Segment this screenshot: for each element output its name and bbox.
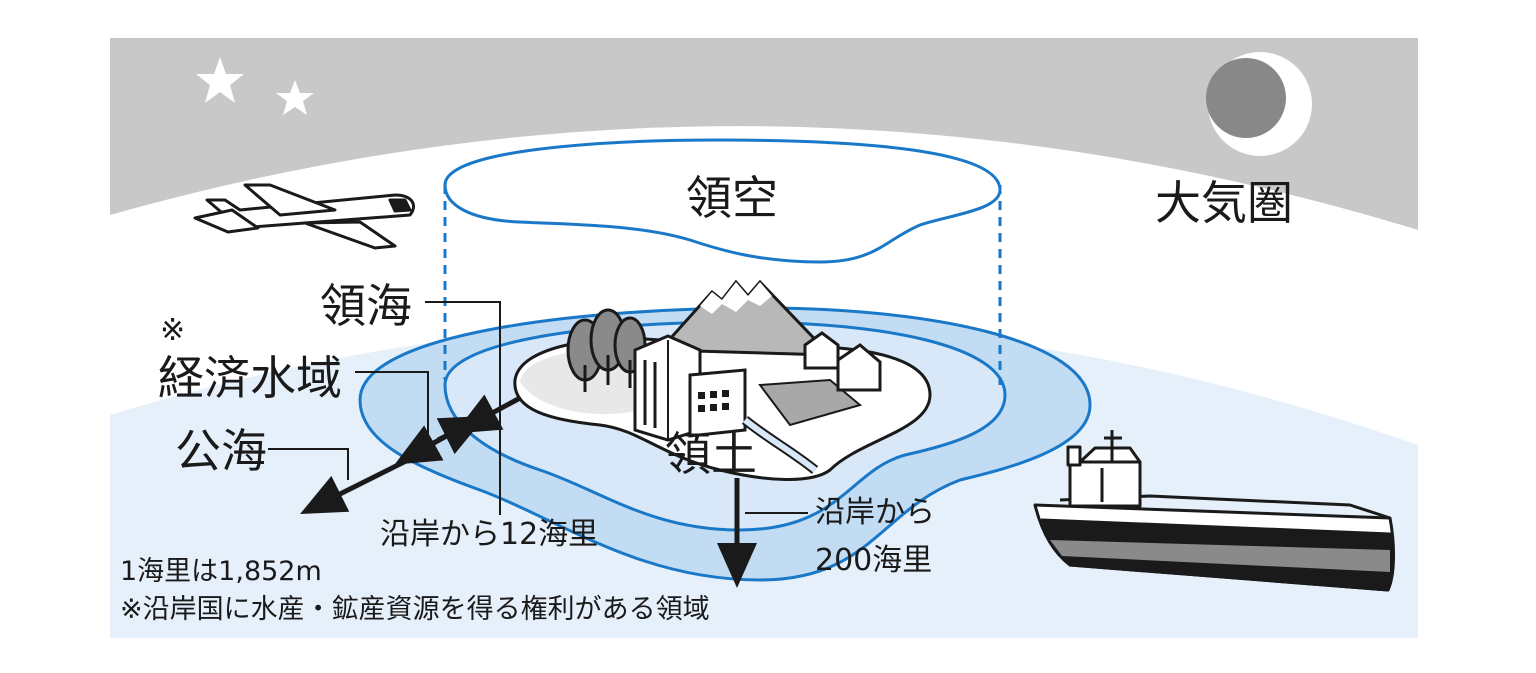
- high-seas-label: 公海: [175, 424, 267, 478]
- star-icon: [196, 57, 314, 115]
- territorial-sea-label: 領海: [320, 279, 412, 333]
- atmosphere-label: 大気圏: [1155, 176, 1293, 230]
- house-icon: [803, 331, 882, 392]
- range-200-label-line1: 沿岸から: [815, 495, 935, 530]
- airspace-cylinder: [443, 138, 1002, 385]
- arrow-icon: [300, 394, 757, 588]
- eez-definition-note: ※沿岸国に水産・鉱産資源を得る権利がある領域: [120, 594, 710, 625]
- airspace-label: 領空: [686, 171, 778, 225]
- range-200-label-line2: 200海里: [815, 543, 932, 578]
- airplane-icon: [193, 183, 415, 250]
- moon-icon: [1206, 52, 1312, 156]
- range-12-label: 沿岸から12海里: [380, 517, 598, 552]
- nautical-mile-note: 1海里は1,852m: [120, 556, 322, 587]
- ship-icon: [1033, 430, 1396, 592]
- eez-mark: ※: [160, 313, 185, 348]
- territory-label: 領土: [665, 427, 757, 481]
- eez-label: 経済水域: [158, 351, 342, 405]
- leader-lines: [268, 301, 808, 515]
- building-icon: [633, 334, 863, 442]
